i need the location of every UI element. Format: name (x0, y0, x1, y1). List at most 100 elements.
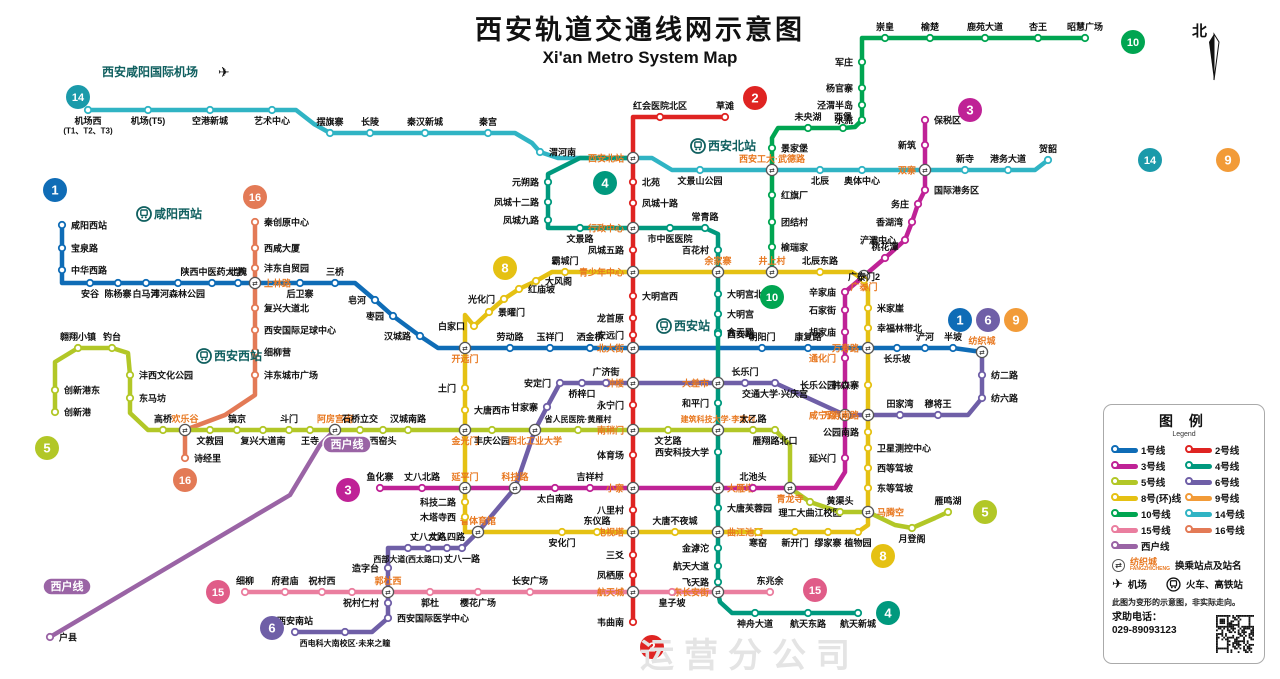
station-西安国际医学中心: 西安国际医学中心 (383, 613, 469, 624)
svg-text:3: 3 (966, 103, 973, 118)
svg-text:翱翔小镇: 翱翔小镇 (59, 331, 96, 342)
station-通化门: 通化门 (809, 353, 850, 364)
svg-text:行政中心: 行政中心 (587, 223, 624, 234)
svg-text:半坡: 半坡 (944, 331, 963, 342)
station-上林路: ⇄上林路 (248, 276, 292, 290)
svg-text:交通大学·兴庆宫: 交通大学·兴庆宫 (742, 388, 808, 399)
station-和平门: 和平门 (681, 398, 723, 409)
station-玉祥门: 玉祥门 (536, 331, 564, 353)
svg-text:龙首原: 龙首原 (596, 313, 624, 324)
svg-text:缪家寨: 缪家寨 (814, 537, 842, 548)
legend-item-16号线: 16号线 (1185, 522, 1256, 538)
svg-text:永宁门: 永宁门 (596, 400, 624, 411)
svg-text:汉城路: 汉城路 (384, 331, 412, 342)
svg-text:10: 10 (766, 292, 778, 304)
station-双寨: ⇄双寨 (898, 163, 932, 177)
svg-text:斗门: 斗门 (280, 413, 298, 424)
station-香湖湾: 香湖湾 (875, 217, 917, 228)
svg-text:小寨: 小寨 (605, 483, 625, 494)
svg-text:西安咸阳国际机场: 西安咸阳国际机场 (102, 64, 198, 79)
station-安谷: 安谷 (81, 278, 100, 299)
station-西安国际足球中心: 西安国际足球中心 (250, 325, 336, 336)
svg-text:中华西路: 中华西路 (71, 265, 108, 276)
station-凤城十二路: 凤城十二路 (494, 197, 553, 208)
station-东长安街: ⇄东长安街 (673, 585, 725, 599)
svg-text:凤城十路: 凤城十路 (642, 198, 679, 209)
line-badge-14: 14 (66, 85, 90, 109)
north-compass-icon: 北 (1192, 23, 1220, 81)
station-米家崖: 米家崖 (863, 303, 904, 314)
svg-text:诗经里: 诗经里 (194, 453, 221, 464)
svg-text:北大街: 北大街 (597, 343, 624, 354)
svg-text:9: 9 (1224, 153, 1231, 168)
svg-text:港务大道: 港务大道 (990, 153, 1026, 164)
svg-text:8: 8 (879, 549, 886, 564)
station-造字台: 造字台 (352, 563, 393, 574)
svg-text:石桥立交: 石桥立交 (341, 413, 378, 424)
svg-text:榆瑞家: 榆瑞家 (781, 242, 809, 253)
svg-text:沣河森林公园: 沣河森林公园 (151, 288, 205, 299)
svg-text:⇄: ⇄ (630, 381, 636, 388)
svg-text:凤城十二路: 凤城十二路 (494, 197, 540, 208)
station-三桥: 三桥 (326, 266, 345, 288)
legend-item-14号线: 14号线 (1185, 506, 1256, 522)
svg-text:王寺: 王寺 (301, 435, 319, 446)
station-长陵: 长陵 (361, 116, 380, 138)
station-机场西: 机场西(T1、T2、T3) (63, 105, 113, 136)
svg-text:韦曲南: 韦曲南 (597, 617, 624, 628)
station-大风阁: 大风阁 (531, 276, 572, 287)
svg-text:16: 16 (249, 192, 261, 204)
station-神舟大道: 神舟大道 (737, 608, 773, 629)
station-中华西路: 中华西路 (57, 265, 108, 276)
svg-text:航天城: 航天城 (597, 587, 624, 598)
svg-text:含元殿: 含元殿 (726, 327, 755, 338)
legend-item-15号线: 15号线 (1111, 522, 1182, 538)
svg-text:(T1、T2、T3): (T1、T2、T3) (63, 127, 113, 136)
station-洒金桥: 洒金桥 (576, 331, 604, 353)
station-新筑: 新筑 (898, 140, 930, 151)
station-文艺路: 文艺路 (653, 425, 682, 446)
station-渭河南: 渭河南 (535, 147, 576, 158)
station-国际港务区: 国际港务区 (920, 185, 979, 196)
svg-text:西户线: 西户线 (51, 579, 84, 593)
svg-text:2: 2 (751, 91, 758, 106)
station-鹿苑大道: 鹿苑大道 (966, 21, 1003, 43)
svg-text:细柳营: 细柳营 (264, 347, 291, 358)
svg-text:杨官寨: 杨官寨 (826, 83, 854, 94)
station-永宁门: 永宁门 (596, 400, 638, 411)
svg-text:⇄: ⇄ (787, 486, 793, 493)
svg-text:1: 1 (956, 313, 963, 328)
svg-text:国际港务区: 国际港务区 (934, 185, 979, 196)
svg-text:西安北站: 西安北站 (708, 138, 756, 153)
station-石桥立交: 石桥立交 (341, 413, 378, 435)
line-badge-1: 1 (948, 308, 972, 332)
svg-text:航天大道: 航天大道 (673, 561, 709, 572)
svg-text:崇皇: 崇皇 (876, 21, 894, 32)
station-省人民医院·黄雁村: 省人民医院·黄雁村 (544, 414, 611, 435)
svg-text:秦汉新城: 秦汉新城 (406, 116, 443, 127)
station-高桥: 高桥 (154, 413, 173, 435)
line-L8 (462, 269, 871, 535)
station-小寨: ⇄小寨 (605, 481, 640, 495)
station-陕西中医药大学: 陕西中医药大学 (180, 266, 244, 288)
station-诗经里: 诗经里 (180, 453, 221, 464)
station-军庄: 军庄 (835, 57, 867, 68)
svg-text:寒窑: 寒窑 (748, 537, 767, 548)
svg-text:吉祥村: 吉祥村 (576, 471, 603, 482)
svg-text:祝村: 祝村 (343, 597, 361, 608)
svg-text:北辰: 北辰 (811, 175, 830, 186)
station-北池头: 北池头 (739, 471, 767, 493)
svg-text:光化门: 光化门 (467, 294, 495, 305)
station-白家口: 白家口 (438, 321, 479, 332)
svg-text:青龙寺: 青龙寺 (776, 493, 803, 504)
station-青少年中心: ⇄青少年中心 (579, 265, 640, 279)
station-土门: 土门 (438, 383, 470, 394)
station-复兴大道南: 复兴大道南 (239, 425, 286, 446)
station-团结村: 团结村 (767, 217, 808, 228)
station-田家湾: 田家湾 (886, 398, 914, 420)
svg-text:⇄: ⇄ (865, 510, 871, 517)
svg-text:1: 1 (51, 183, 58, 198)
svg-text:井上村: 井上村 (758, 255, 785, 266)
station-杨官寨: 杨官寨 (826, 83, 867, 94)
svg-text:辛家庙: 辛家庙 (809, 287, 836, 298)
